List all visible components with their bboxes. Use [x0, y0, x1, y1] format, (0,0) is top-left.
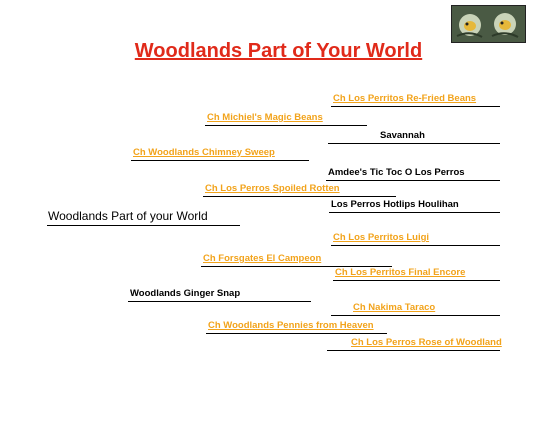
- pedigree-dss[interactable]: Ch Los Perritos Luigi: [331, 228, 500, 246]
- logo: [451, 5, 526, 43]
- sire-dam-name[interactable]: Ch Los Perros Spoiled Rotten: [205, 183, 340, 194]
- pedigree-sds[interactable]: Amdee's Tic Toc O Los Perros: [326, 163, 500, 181]
- sire-name[interactable]: Ch Woodlands Chimney Sweep: [133, 147, 275, 158]
- pedigree-sire-sire[interactable]: Ch Michiel's Magic Beans: [205, 108, 367, 126]
- sds-name[interactable]: Amdee's Tic Toc O Los Perros: [328, 167, 465, 178]
- pedigree-line: [203, 196, 396, 197]
- pedigree-line: [201, 266, 392, 267]
- sire-sire-name[interactable]: Ch Michiel's Magic Beans: [207, 112, 323, 123]
- pedigree-line: [327, 350, 500, 351]
- pedigree-line: [128, 301, 311, 302]
- pedigree-line: [333, 280, 500, 281]
- dsd-name[interactable]: Ch Los Perritos Final Encore: [335, 267, 466, 278]
- ssd-name[interactable]: Savannah: [380, 130, 425, 141]
- dss-name[interactable]: Ch Los Perritos Luigi: [333, 232, 430, 243]
- page-title: Woodlands Part of Your World: [134, 40, 423, 62]
- pedigree-line: [206, 333, 387, 334]
- pedigree-line: [47, 225, 240, 226]
- dam-sire-name[interactable]: Ch Forsgates El Campeon: [203, 253, 322, 264]
- dam-dam-name[interactable]: Ch Woodlands Pennies from Heaven: [208, 320, 374, 331]
- pedigree-dam-sire[interactable]: Ch Forsgates El Campeon: [201, 249, 392, 267]
- pedigree-line: [328, 143, 500, 144]
- pedigree-sire[interactable]: Ch Woodlands Chimney Sweep: [131, 143, 309, 161]
- pedigree-line: [331, 315, 500, 316]
- pedigree-dds[interactable]: Ch Nakima Taraco: [331, 298, 500, 316]
- pedigree-sdd[interactable]: Los Perros Hotlips Houlihan: [329, 195, 500, 213]
- pedigree-ddd[interactable]: Ch Los Perros Rose of Woodland: [327, 333, 502, 351]
- pedigree-line: [131, 160, 309, 161]
- sss-name[interactable]: Ch Los Perritos Re-Fried Beans: [333, 93, 477, 104]
- dogs-logo-icon: [452, 6, 525, 42]
- pedigree-dsd[interactable]: Ch Los Perritos Final Encore: [333, 263, 500, 281]
- sdd-name[interactable]: Los Perros Hotlips Houlihan: [331, 199, 459, 210]
- pedigree-line: [205, 125, 367, 126]
- pedigree-dam-dam[interactable]: Ch Woodlands Pennies from Heaven: [206, 316, 387, 334]
- pedigree-sire-dam[interactable]: Ch Los Perros Spoiled Rotten: [203, 179, 396, 197]
- pedigree-dam[interactable]: Woodlands Ginger Snap: [128, 284, 311, 302]
- pedigree-line: [326, 180, 500, 181]
- pedigree-ssd[interactable]: Savannah: [328, 126, 500, 144]
- pedigree-sss[interactable]: Ch Los Perritos Re-Fried Beans: [331, 89, 500, 107]
- pedigree-line: [331, 106, 500, 107]
- subject-name: Woodlands Part of your World: [48, 209, 208, 223]
- pedigree-subject: Woodlands Part of your World: [47, 208, 240, 226]
- ddd-name[interactable]: Ch Los Perros Rose of Woodland: [351, 337, 502, 348]
- pedigree-line: [329, 212, 500, 213]
- dam-name[interactable]: Woodlands Ginger Snap: [130, 288, 241, 299]
- dds-name[interactable]: Ch Nakima Taraco: [353, 302, 436, 313]
- pedigree-line: [331, 245, 500, 246]
